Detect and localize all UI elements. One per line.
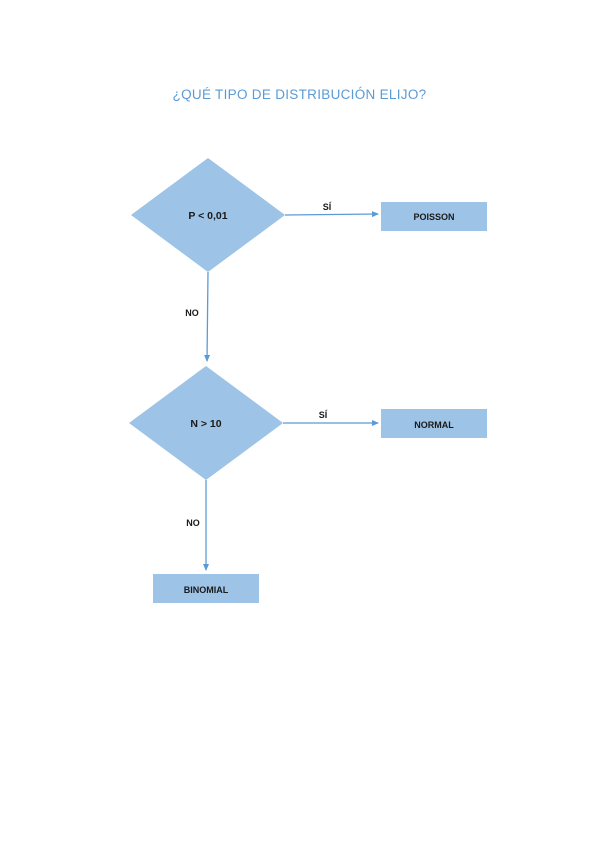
edge-p-no-arrow [204,271,211,362]
result-binomial-box [153,574,259,603]
edge-p-yes-label: SÍ [323,202,332,212]
decision-n-diamond [129,366,283,480]
edge-p-yes-arrow [284,211,379,218]
result-normal-box [381,409,487,438]
edge-n-yes-label: SÍ [319,410,328,420]
result-binomial-label: BINOMIAL [184,585,229,595]
edge-p-no-label: NO [185,308,199,318]
decision-p-diamond [131,158,285,272]
result-poisson-box [381,202,487,231]
decision-p-label: P < 0,01 [188,210,227,222]
result-poisson-label: POISSON [413,212,454,222]
edge-n-no-label: NO [186,518,200,528]
result-normal-label: NORMAL [414,420,454,430]
decision-n-label: N > 10 [190,418,221,430]
diagram-title: ¿QUÉ TIPO DE DISTRIBUCIÓN ELIJO? [172,87,427,102]
